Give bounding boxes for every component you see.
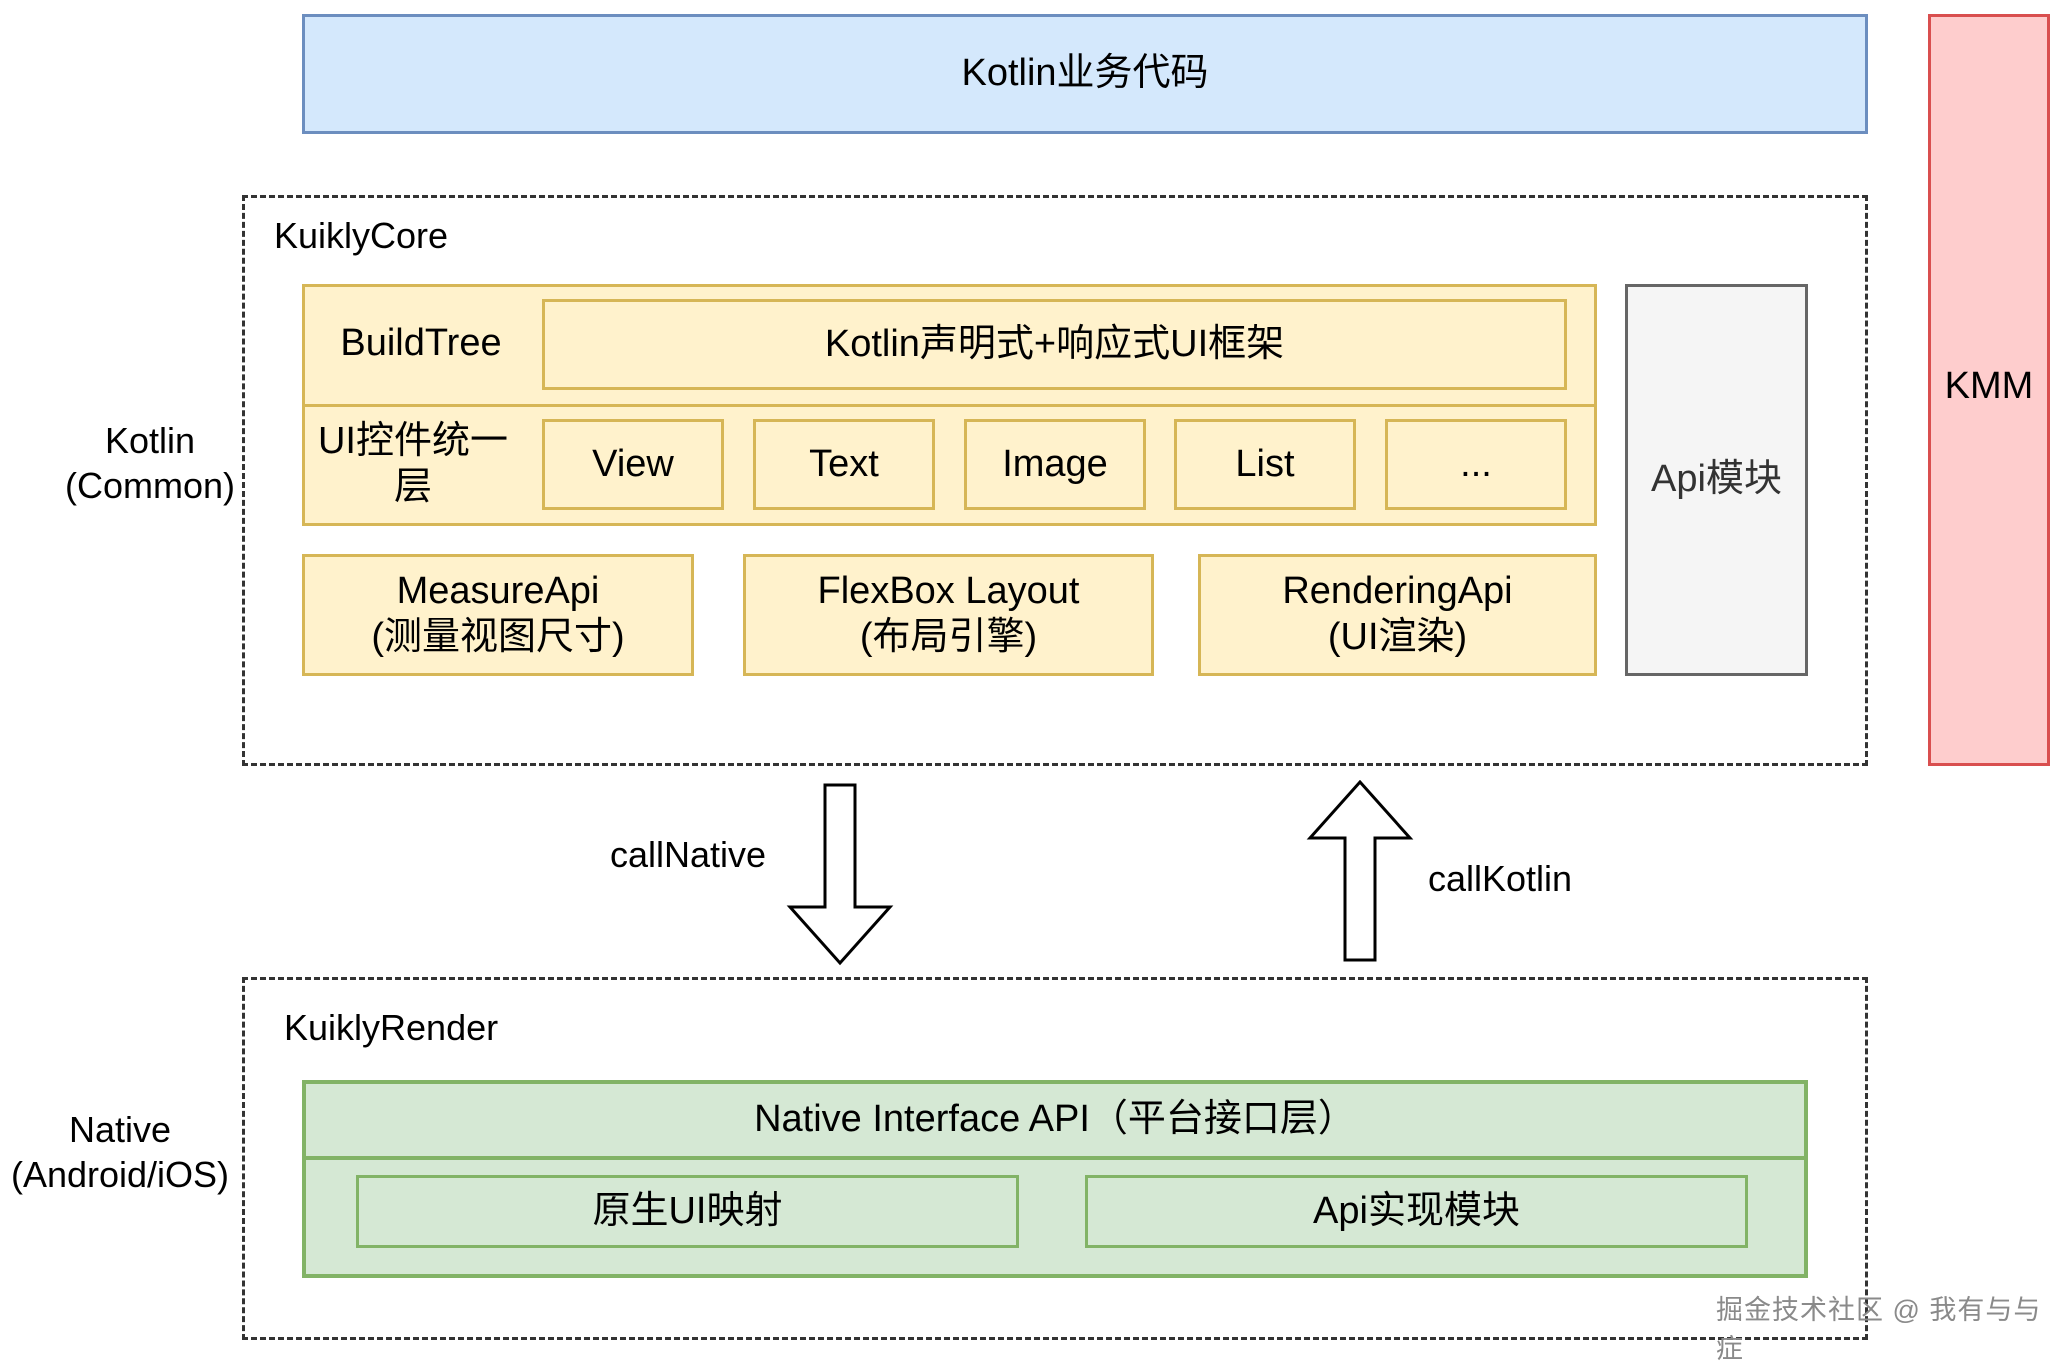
flexbox-layout-label: FlexBox Layout — [817, 570, 1080, 613]
widget-list-label: List — [1235, 442, 1295, 485]
widget-list-box: List — [1174, 419, 1356, 510]
kuikly-core-container — [242, 195, 1868, 766]
measure-api-sub: (测量视图尺寸) — [371, 616, 625, 658]
native-ui-mapping-box: 原生UI映射 — [356, 1175, 1019, 1248]
flexbox-layout-sub: (布局引擎) — [859, 616, 1038, 658]
kmm-label: KMM — [1944, 365, 2034, 408]
build-tree-label: BuildTree — [340, 322, 502, 365]
widget-image-box: Image — [964, 419, 1146, 510]
call-native-label: callNative — [610, 834, 767, 875]
kotlin-business-code-box: Kotlin业务代码 — [302, 14, 1868, 134]
kmm-box: KMM — [1928, 14, 2050, 766]
measure-api-box: MeasureApi (测量视图尺寸) — [302, 554, 694, 676]
widget-text-label: Text — [809, 442, 879, 485]
framework-label: Kotlin声明式+响应式UI框架 — [824, 322, 1285, 365]
widget-view-label: View — [592, 442, 674, 485]
native-label-line2: (Android/iOS) — [10, 1154, 230, 1195]
native-ui-mapping-label: 原生UI映射 — [592, 1189, 783, 1232]
framework-box: Kotlin声明式+响应式UI框架 — [542, 299, 1567, 390]
kuikly-core-title: KuiklyCore — [274, 215, 449, 256]
rendering-api-sub: (UI渲染) — [1327, 616, 1468, 658]
kuikly-render-title: KuiklyRender — [284, 1007, 499, 1048]
core-ui-divider — [302, 404, 1597, 407]
widget-image-label: Image — [1002, 442, 1108, 485]
watermark-text: 掘金技术社区 @ 我有与与症 — [1716, 1295, 2042, 1364]
api-impl-box: Api实现模块 — [1085, 1175, 1748, 1248]
ui-layer-label: UI控件统一层 — [317, 420, 508, 508]
call-kotlin-arrow — [1306, 780, 1414, 962]
native-interface-label: Native Interface API（平台接口层） — [754, 1098, 1356, 1141]
kotlin-business-code-label: Kotlin业务代码 — [961, 52, 1209, 95]
kotlin-label-line2: (Common) — [64, 465, 235, 506]
kuikly-render-container — [242, 977, 1868, 1340]
widget-more-label: ... — [1460, 442, 1492, 485]
kotlin-common-label: Kotlin (Common) — [50, 418, 250, 508]
native-platform-label: Native (Android/iOS) — [4, 1107, 236, 1197]
api-module-label: Api模块 — [1651, 458, 1782, 501]
rendering-api-label: RenderingApi — [1282, 570, 1513, 613]
api-impl-label: Api实现模块 — [1313, 1189, 1520, 1232]
native-interface-divider — [302, 1156, 1808, 1160]
api-module-box: Api模块 — [1625, 284, 1808, 676]
widget-view-box: View — [542, 419, 724, 510]
down-arrow-icon — [786, 783, 894, 966]
widget-text-box: Text — [753, 419, 935, 510]
up-arrow-icon — [1306, 780, 1414, 962]
rendering-api-box: RenderingApi (UI渲染) — [1198, 554, 1597, 676]
native-label-line1: Native — [68, 1109, 172, 1150]
call-native-arrow — [786, 783, 894, 966]
kotlin-label-line1: Kotlin — [104, 420, 196, 461]
widget-more-box: ... — [1385, 419, 1567, 510]
flexbox-layout-box: FlexBox Layout (布局引擎) — [743, 554, 1154, 676]
call-kotlin-label: callKotlin — [1428, 858, 1573, 899]
measure-api-label: MeasureApi — [396, 570, 600, 613]
